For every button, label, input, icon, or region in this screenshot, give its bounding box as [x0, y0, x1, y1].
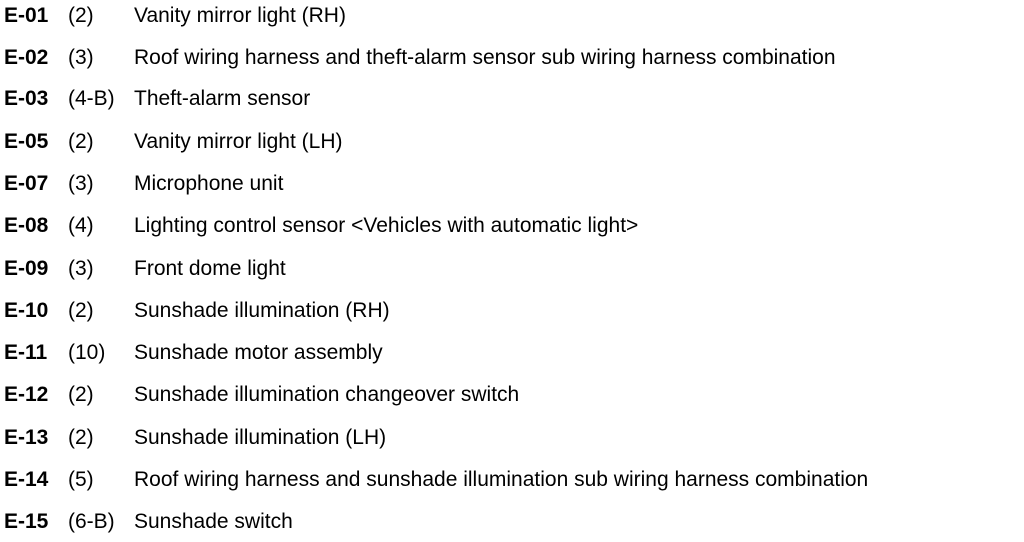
pin-count: (2)	[68, 4, 94, 27]
connector-code: E-15	[4, 510, 49, 533]
list-item: E-02 (3) Roof wiring harness and theft-a…	[0, 43, 1024, 73]
pin-count: (3)	[68, 172, 94, 195]
pin-count: (2)	[68, 383, 94, 406]
connector-description: Sunshade illumination (LH)	[134, 426, 387, 449]
connector-code: E-03	[4, 87, 49, 110]
list-item: E-05 (2) Vanity mirror light (LH)	[0, 127, 1024, 157]
connector-description: Sunshade illumination (RH)	[134, 299, 390, 322]
connector-code: E-14	[4, 468, 49, 491]
connector-code: E-01	[4, 4, 49, 27]
pin-count: (2)	[68, 130, 94, 153]
connector-code: E-12	[4, 383, 49, 406]
connector-description: Roof wiring harness and sunshade illumin…	[134, 468, 869, 491]
connector-code: E-02	[4, 46, 49, 69]
connector-code: E-11	[4, 341, 48, 364]
connector-code: E-05	[4, 130, 49, 153]
pin-count: (6-B)	[68, 510, 115, 533]
list-item: E-13 (2) Sunshade illumination (LH)	[0, 423, 1024, 453]
connector-description: Sunshade switch	[134, 510, 293, 533]
list-item: E-08 (4) Lighting control sensor <Vehicl…	[0, 211, 1024, 241]
connector-description: Microphone unit	[134, 172, 284, 195]
connector-description: Front dome light	[134, 257, 286, 280]
pin-count: (3)	[68, 46, 94, 69]
pin-count: (4-B)	[68, 87, 115, 110]
connector-description: Vanity mirror light (RH)	[134, 4, 346, 27]
connector-code: E-10	[4, 299, 49, 322]
connector-code: E-13	[4, 426, 49, 449]
list-item: E-14 (5) Roof wiring harness and sunshad…	[0, 465, 1024, 495]
pin-count: (2)	[68, 426, 94, 449]
list-item: E-01 (2) Vanity mirror light (RH)	[0, 1, 1024, 31]
list-item: E-09 (3) Front dome light	[0, 254, 1024, 284]
pin-count: (10)	[68, 341, 106, 364]
connector-code: E-09	[4, 257, 49, 280]
list-item: E-11 (10) Sunshade motor assembly	[0, 338, 1024, 368]
connector-description: Vanity mirror light (LH)	[134, 130, 343, 153]
connector-code: E-07	[4, 172, 49, 195]
connector-description: Sunshade motor assembly	[134, 341, 383, 364]
list-item: E-10 (2) Sunshade illumination (RH)	[0, 296, 1024, 326]
pin-count: (2)	[68, 299, 94, 322]
list-item: E-15 (6-B) Sunshade switch	[0, 507, 1024, 537]
pin-count: (3)	[68, 257, 94, 280]
connector-description: Roof wiring harness and theft-alarm sens…	[134, 46, 836, 69]
connector-description: Lighting control sensor <Vehicles with a…	[134, 214, 639, 237]
connector-description: Sunshade illumination changeover switch	[134, 383, 520, 406]
connector-code: E-08	[4, 214, 49, 237]
list-item: E-07 (3) Microphone unit	[0, 169, 1024, 199]
list-item: E-03 (4-B) Theft-alarm sensor	[0, 84, 1024, 114]
pin-count: (4)	[68, 214, 94, 237]
list-item: E-12 (2) Sunshade illumination changeove…	[0, 380, 1024, 410]
connector-description: Theft-alarm sensor	[134, 87, 311, 110]
pin-count: (5)	[68, 468, 94, 491]
